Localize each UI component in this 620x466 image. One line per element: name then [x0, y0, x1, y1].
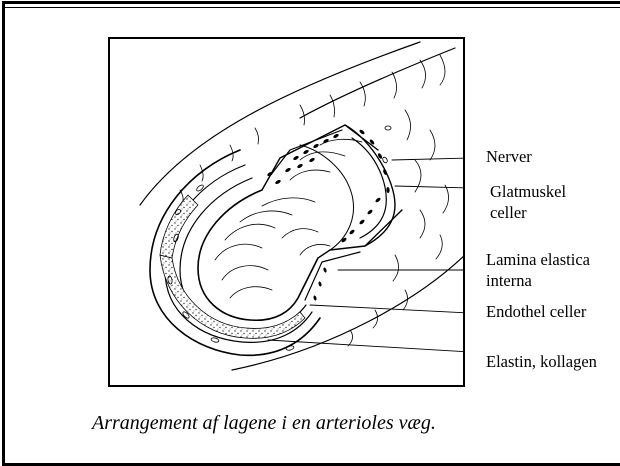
label-lamina-line1: Lamina elastica	[486, 250, 592, 269]
cutaway-right-side-2	[352, 138, 386, 238]
wall-ring-2	[165, 165, 312, 342]
label-elastin: Elastin, kollagen	[486, 352, 599, 371]
elastin-band	[160, 255, 305, 338]
tube-outer-bottom-edge	[232, 250, 470, 370]
cutaway-lower-step-2	[305, 252, 360, 300]
tube-top-back-edge	[300, 48, 455, 118]
adventitia-hatching	[180, 55, 449, 346]
label-glatmuskel-line2: celler	[490, 203, 529, 222]
label-glatmuskel-line1: Glatmuskel	[490, 182, 568, 201]
label-endothel: Endothel celler	[486, 302, 588, 321]
label-nerver: Nerver	[486, 147, 534, 166]
label-lamina-line2: interna	[486, 271, 534, 290]
cutaway-back-curve	[300, 145, 353, 250]
cutaway-lower-step	[318, 210, 402, 258]
lumen-folds	[215, 139, 362, 298]
figure-caption: Arrangement af lagene i en arterioles væ…	[92, 412, 436, 435]
